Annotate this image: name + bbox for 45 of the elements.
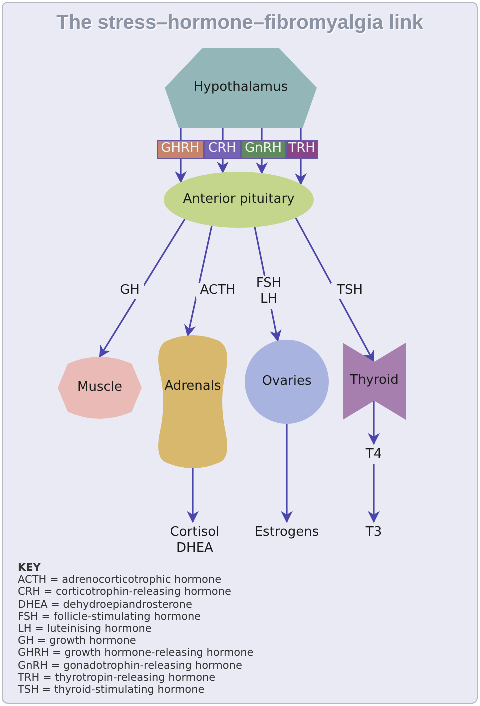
bowtie-shape: [343, 343, 406, 420]
node-label: Anterior pituitary: [183, 192, 295, 208]
arrow: [217, 159, 229, 174]
key-entry: CRH = corticotrophin-releasing hormone: [18, 586, 232, 599]
ellipse-shape: [164, 172, 314, 228]
hormone-name: GHRH: [161, 141, 200, 158]
arrow: [175, 159, 187, 184]
key-entry: GnRH = gonadotrophin-releasing hormone: [18, 660, 244, 672]
adrenal-shape: [157, 333, 229, 470]
circle-shape: [245, 340, 329, 424]
key-heading: KEY: [18, 562, 42, 574]
hexagon-shape: [165, 48, 317, 128]
key-entry: TSH = thyroid-stimulating hormone: [18, 684, 206, 696]
key-entry: LH = luteinising hormone: [18, 623, 153, 636]
hormone-tag: [157, 140, 204, 159]
output-label: T4: [366, 446, 382, 464]
hormone-tag: [241, 140, 286, 159]
key-entry: ACTH = adrenocorticotrophic hormone: [18, 574, 223, 586]
hormone-name: TRH: [288, 141, 316, 158]
arrow: [281, 424, 293, 524]
node-label: Ovaries: [262, 374, 312, 390]
node-label: Muscle: [78, 380, 122, 396]
arrow: [256, 159, 268, 175]
node-label: Hypothalamus: [194, 80, 288, 96]
node-label: Adrenals: [164, 379, 222, 396]
key-entry: GHRH = growth hormone-releasing hormone: [18, 647, 255, 660]
arrow: [295, 218, 375, 364]
key-entry: TRH = thyrotropin-releasing hormone: [18, 672, 217, 684]
hormone-name: GnRH: [244, 141, 282, 158]
arrow: [99, 219, 186, 358]
node-label: Thyroid: [350, 373, 399, 390]
arrow: [295, 159, 307, 186]
arrow: [187, 466, 199, 524]
hormone-name: CRH: [208, 141, 236, 158]
output-label: Estrogens: [254, 524, 320, 542]
arrow: [368, 401, 380, 446]
key-entry: FSH = follicle-stimulating hormone: [18, 610, 202, 624]
diagram-title: The stress–hormone–fibromyalgia link: [56, 12, 424, 35]
output-label: T3: [366, 524, 382, 542]
hormone-tag: [204, 140, 241, 159]
output-label: DHEA: [176, 541, 214, 558]
output-label: Cortisol: [170, 524, 220, 541]
key-entry: DHEA = dehydroepiandrosterone: [18, 598, 194, 611]
key-entry: GH = growth hormone: [18, 635, 138, 648]
arrow: [368, 464, 380, 524]
